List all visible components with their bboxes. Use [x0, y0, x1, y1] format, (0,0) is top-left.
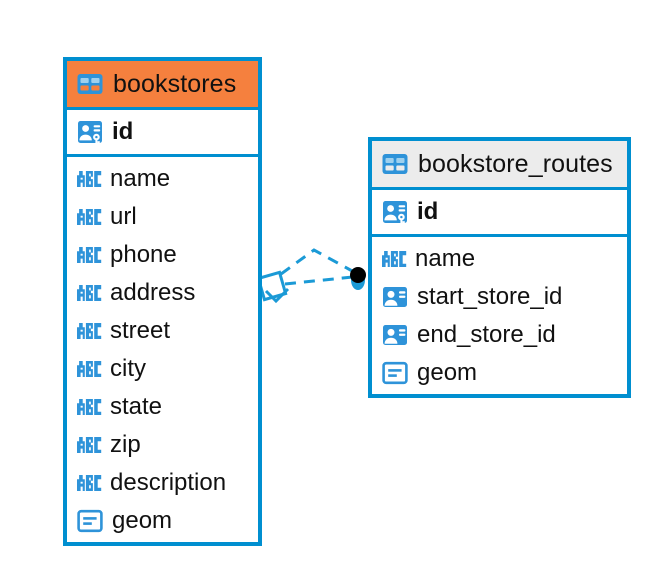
field-row-state[interactable]: state	[67, 388, 258, 426]
filled-dot-marker-halo	[351, 270, 365, 290]
field-row-address[interactable]: address	[67, 274, 258, 312]
field-row-name[interactable]: name	[372, 240, 627, 278]
abc-text-icon	[77, 285, 102, 301]
field-row-street[interactable]: street	[67, 312, 258, 350]
field-row-geom[interactable]: geom	[67, 502, 258, 540]
field-list-bookstore-routes: name start_store_id	[372, 237, 627, 394]
entity-bookstore-routes[interactable]: bookstore_routes id	[368, 137, 631, 398]
field-row-geom[interactable]: geom	[372, 354, 627, 392]
field-label: address	[110, 279, 196, 306]
field-label: name	[110, 165, 171, 192]
field-row-description[interactable]: description	[67, 464, 258, 502]
relationship-line-upper	[280, 248, 355, 276]
table-icon	[382, 154, 408, 174]
field-label: geom	[417, 359, 478, 386]
field-row-name[interactable]: name	[67, 160, 258, 198]
field-row-city[interactable]: city	[67, 350, 258, 388]
abc-text-icon	[77, 247, 102, 263]
abc-text-icon	[77, 399, 102, 415]
geometry-icon	[77, 509, 103, 533]
geometry-icon	[382, 361, 408, 385]
primary-key-icon	[78, 121, 102, 145]
field-row-zip[interactable]: zip	[67, 426, 258, 464]
entity-header-bookstores[interactable]: bookstores	[67, 61, 258, 107]
field-label: state	[110, 393, 163, 420]
field-label: description	[110, 469, 227, 496]
field-list-bookstores: name url phone	[67, 157, 258, 542]
field-label: geom	[112, 507, 173, 534]
abc-text-icon	[382, 251, 407, 267]
foreign-key-icon	[383, 287, 407, 307]
entity-title: bookstores	[113, 69, 237, 98]
entity-bookstores[interactable]: bookstores id	[63, 57, 262, 546]
primary-key-icon	[383, 201, 407, 225]
field-row-id[interactable]: id	[372, 190, 627, 234]
field-row-start-store-id[interactable]: start_store_id	[372, 278, 627, 316]
entity-header-bookstore-routes[interactable]: bookstore_routes	[372, 141, 627, 187]
field-label: id	[112, 118, 134, 145]
field-label: url	[110, 203, 137, 230]
diamond-marker-tail	[264, 287, 290, 304]
field-label: id	[417, 198, 439, 225]
abc-text-icon	[77, 209, 102, 225]
field-label: end_store_id	[417, 321, 556, 348]
entity-title: bookstore_routes	[418, 149, 613, 178]
field-label: zip	[110, 431, 141, 458]
filled-dot-marker	[350, 267, 366, 283]
field-label: city	[110, 355, 146, 382]
primary-key-section-bookstore-routes: id	[372, 187, 627, 237]
diamond-marker	[256, 270, 288, 302]
abc-text-icon	[77, 361, 102, 377]
field-label: name	[415, 245, 476, 272]
field-row-phone[interactable]: phone	[67, 236, 258, 274]
foreign-key-icon	[383, 325, 407, 345]
field-label: phone	[110, 241, 177, 268]
primary-key-section-bookstores: id	[67, 107, 258, 157]
field-row-end-store-id[interactable]: end_store_id	[372, 316, 627, 354]
field-label: street	[110, 317, 171, 344]
abc-text-icon	[77, 323, 102, 339]
abc-text-icon	[77, 437, 102, 453]
abc-text-icon	[77, 171, 102, 187]
table-icon	[77, 74, 103, 94]
field-row-id[interactable]: id	[67, 110, 258, 154]
abc-text-icon	[77, 475, 102, 491]
relationship-line-lower	[284, 275, 354, 286]
field-row-url[interactable]: url	[67, 198, 258, 236]
field-label: start_store_id	[417, 283, 563, 310]
